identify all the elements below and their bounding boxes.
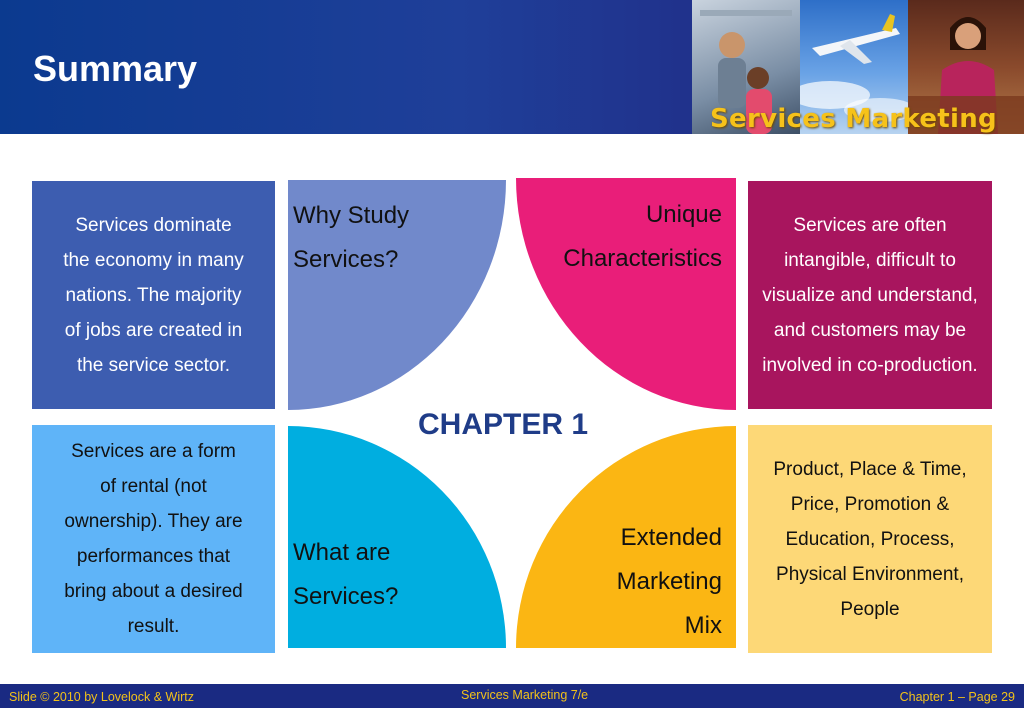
- services-marketing-logo: Services Marketing: [710, 104, 997, 134]
- label-line: Unique: [645, 201, 722, 228]
- box-line: Product, Place & Time,: [773, 458, 967, 480]
- hotel-staff-photo: [908, 0, 1024, 134]
- label-line: Characteristics: [563, 245, 722, 272]
- label-line: Marketing: [616, 568, 722, 595]
- box-line: of rental (not: [100, 476, 207, 497]
- box-line: nations. The majority: [65, 284, 242, 306]
- box-line: performances that: [76, 546, 231, 567]
- header-photo-strip: [692, 0, 1024, 134]
- footer-copyright: Slide © 2010 by Lovelock & Wirtz: [9, 690, 194, 704]
- box-services-dominate: Services dominate the economy in many na…: [32, 181, 275, 409]
- quadrant-label-what-are: What are Services?: [293, 531, 398, 619]
- box-line: Services dominate: [75, 214, 232, 236]
- box-line: of jobs are created in: [64, 319, 243, 341]
- label-line: What are: [293, 539, 391, 566]
- airplane-photo: [790, 0, 916, 134]
- box-line: the service sector.: [76, 354, 231, 376]
- box-line: Price, Promotion &: [790, 493, 950, 515]
- footer-book-title: Services Marketing 7/e: [461, 688, 589, 702]
- box-line: ownership). They are: [64, 511, 243, 532]
- quadrant-what-are: [288, 426, 506, 648]
- label-line: Services?: [293, 583, 399, 610]
- quadrant-why-study: [288, 180, 506, 410]
- box-line: bring about a desired: [64, 581, 243, 602]
- box-line: involved in co-production.: [762, 354, 978, 376]
- box-intangible: Services are often intangible, difficult…: [748, 181, 992, 409]
- quadrant-diagram: [288, 178, 736, 648]
- box-line: intangible, difficult to: [784, 249, 956, 271]
- box-line: visualize and understand,: [762, 284, 978, 306]
- box-line: People: [840, 598, 900, 620]
- box-line: result.: [127, 616, 180, 637]
- quadrant-extended: [516, 426, 736, 648]
- quadrant-label-extended: Extended Marketing Mix: [540, 516, 722, 648]
- slide-title: Summary: [33, 48, 198, 89]
- box-line: Services are often: [793, 214, 947, 236]
- box-line: the economy in many: [63, 249, 244, 271]
- fitness-photo: [692, 0, 800, 134]
- chapter-label: CHAPTER 1: [418, 408, 589, 441]
- slide-footer: [0, 684, 1024, 708]
- box-marketing-mix: Product, Place & Time, Price, Promotion …: [748, 425, 992, 653]
- label-line: Mix: [684, 612, 722, 639]
- box-rental: Services are a form of rental (not owner…: [32, 425, 275, 653]
- label-line: Services?: [293, 246, 399, 273]
- footer-page-number: Chapter 1 – Page 29: [899, 690, 1015, 704]
- label-line: Extended: [620, 524, 722, 551]
- box-line: Education, Process,: [785, 528, 955, 550]
- box-line: and customers may be: [773, 319, 967, 341]
- quadrant-label-why-study: Why Study Services?: [293, 194, 409, 282]
- quadrant-label-unique: Unique Characteristics: [540, 193, 722, 281]
- box-line: Services are a form: [71, 441, 236, 462]
- quadrant-unique: [516, 178, 736, 410]
- label-line: Why Study: [293, 202, 410, 229]
- box-line: Physical Environment,: [776, 563, 964, 585]
